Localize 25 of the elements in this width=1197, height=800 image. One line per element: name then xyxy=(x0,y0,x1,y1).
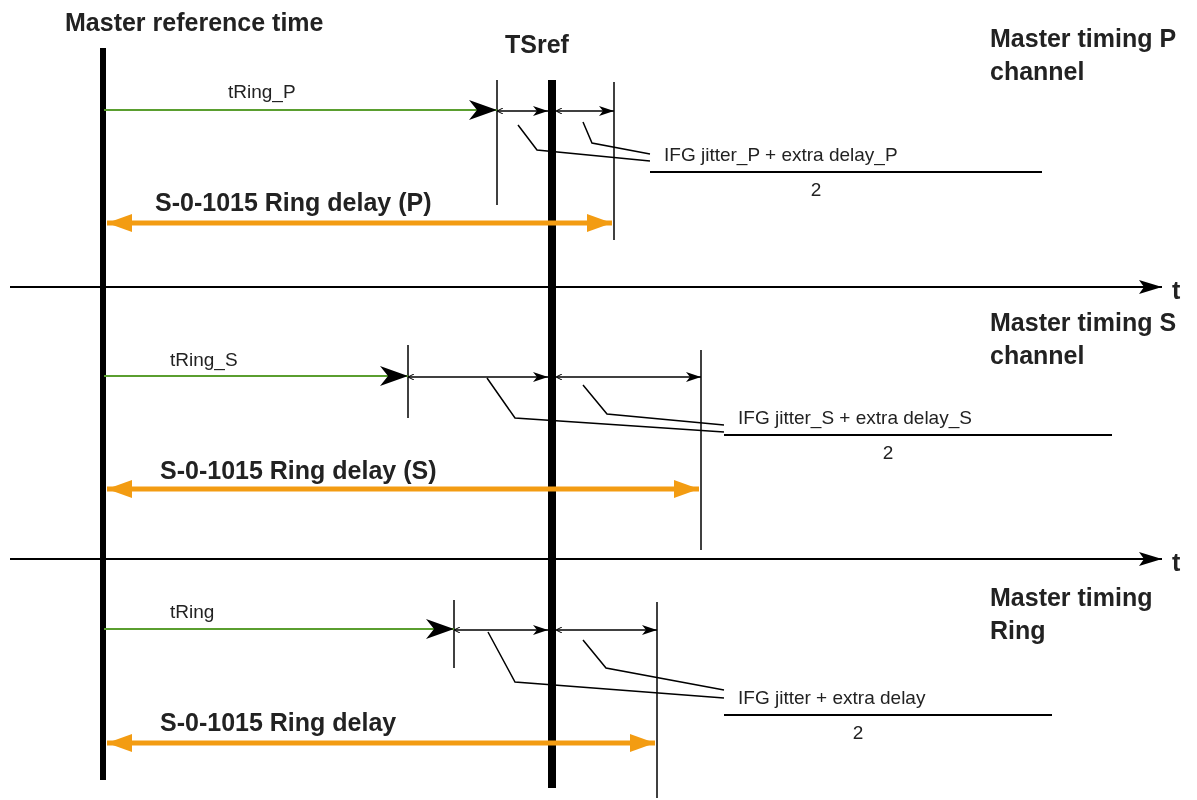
leader-line xyxy=(517,124,651,162)
leader-line xyxy=(582,639,725,691)
channel-title: Master timing Ring xyxy=(990,582,1154,646)
fraction-numerator: IFG jitter + extra delay xyxy=(738,686,926,710)
interval-label: S-0-1015 Ring delay xyxy=(160,707,397,738)
fraction-denominator: 2 xyxy=(810,179,822,201)
fraction-numerator: IFG jitter_P + extra delay_P xyxy=(664,143,898,167)
channel-title: Master timing S channel xyxy=(990,307,1178,371)
channel-title: Master timing P channel xyxy=(990,23,1177,87)
fraction-numerator: IFG jitter_S + extra delay_S xyxy=(738,406,972,430)
fraction-denominator: 2 xyxy=(882,442,894,464)
interval-label: tRing_P xyxy=(228,80,296,104)
axis-label: t xyxy=(1172,275,1181,306)
fraction-denominator: 2 xyxy=(852,722,864,744)
leader-line xyxy=(487,631,725,699)
interval-label: S-0-1015 Ring delay (P) xyxy=(155,187,432,218)
axis-label: t xyxy=(1172,547,1181,578)
leader-line xyxy=(486,377,725,433)
reference-label: TSref xyxy=(505,29,569,60)
axis-title: Master reference time xyxy=(65,7,324,38)
leader-line xyxy=(582,121,651,155)
leader-line xyxy=(582,384,725,426)
interval-label: S-0-1015 Ring delay (S) xyxy=(160,455,437,486)
interval-label: tRing_S xyxy=(170,348,238,372)
interval-label: tRing xyxy=(170,600,215,624)
